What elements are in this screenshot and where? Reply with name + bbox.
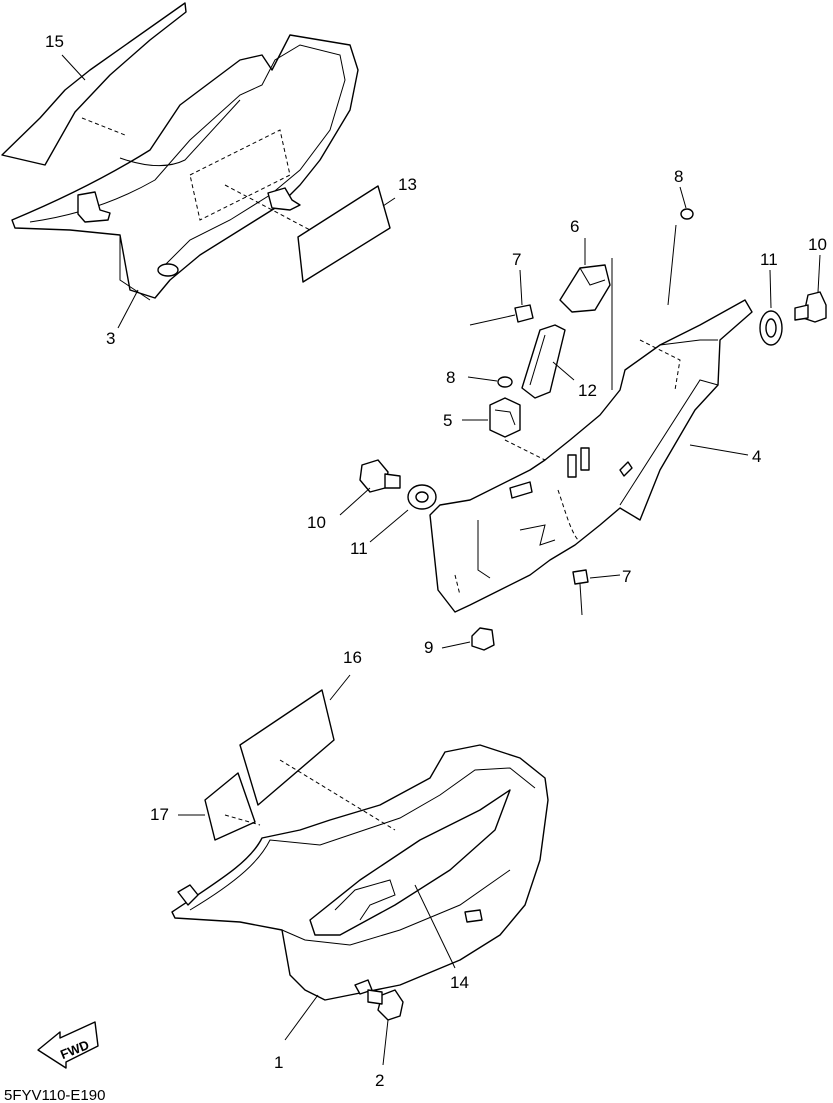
screw-2 [367,989,404,1021]
callout-1: 1 [274,1053,283,1072]
callout-10: 10 [808,235,827,254]
callout-10: 10 [307,513,326,532]
washer-8-lower [497,376,513,388]
fwd-arrow: FWD [37,1021,99,1069]
callout-7: 7 [512,250,521,269]
bolt-10-right [794,291,827,323]
grommet-11-left [407,484,437,510]
bracket-4 [429,299,753,613]
label-16 [239,689,335,806]
diagram-code: 5FYV110-E190 [4,1087,105,1103]
label-17 [204,772,256,841]
side-cover-1 [171,744,549,1001]
callout-11: 11 [760,250,778,269]
leader-lines [61,54,821,1066]
callout-5: 5 [443,411,452,430]
callout-11: 11 [350,539,368,558]
damper-9 [471,627,495,651]
callout-9: 9 [424,638,433,657]
callouts: 15 13 3 8 6 7 11 10 8 12 5 4 10 11 7 9 1… [45,32,827,1090]
callout-13: 13 [398,175,417,194]
callout-17: 17 [150,805,169,824]
callout-14: 14 [450,973,469,992]
callout-3: 3 [106,329,115,348]
clamp-5 [489,397,521,438]
callout-4: 4 [752,447,761,466]
label-13 [297,185,391,283]
callout-7: 7 [622,567,631,586]
decal-15 [1,2,187,166]
clip-6 [559,264,611,313]
callout-6: 6 [570,217,579,236]
band-12 [521,324,566,399]
washer-8-upper [680,208,694,220]
rivet-7-upper [469,304,534,326]
rivet-7-lower [572,569,589,616]
callout-8: 8 [446,368,455,387]
callout-15: 15 [45,32,64,51]
callout-8: 8 [674,167,683,186]
callout-12: 12 [578,381,597,400]
grommet-11-right [759,310,783,346]
side-cover-3 [11,34,359,301]
callout-2: 2 [375,1071,384,1090]
callout-16: 16 [343,648,362,667]
bolt-10-left [359,459,401,493]
